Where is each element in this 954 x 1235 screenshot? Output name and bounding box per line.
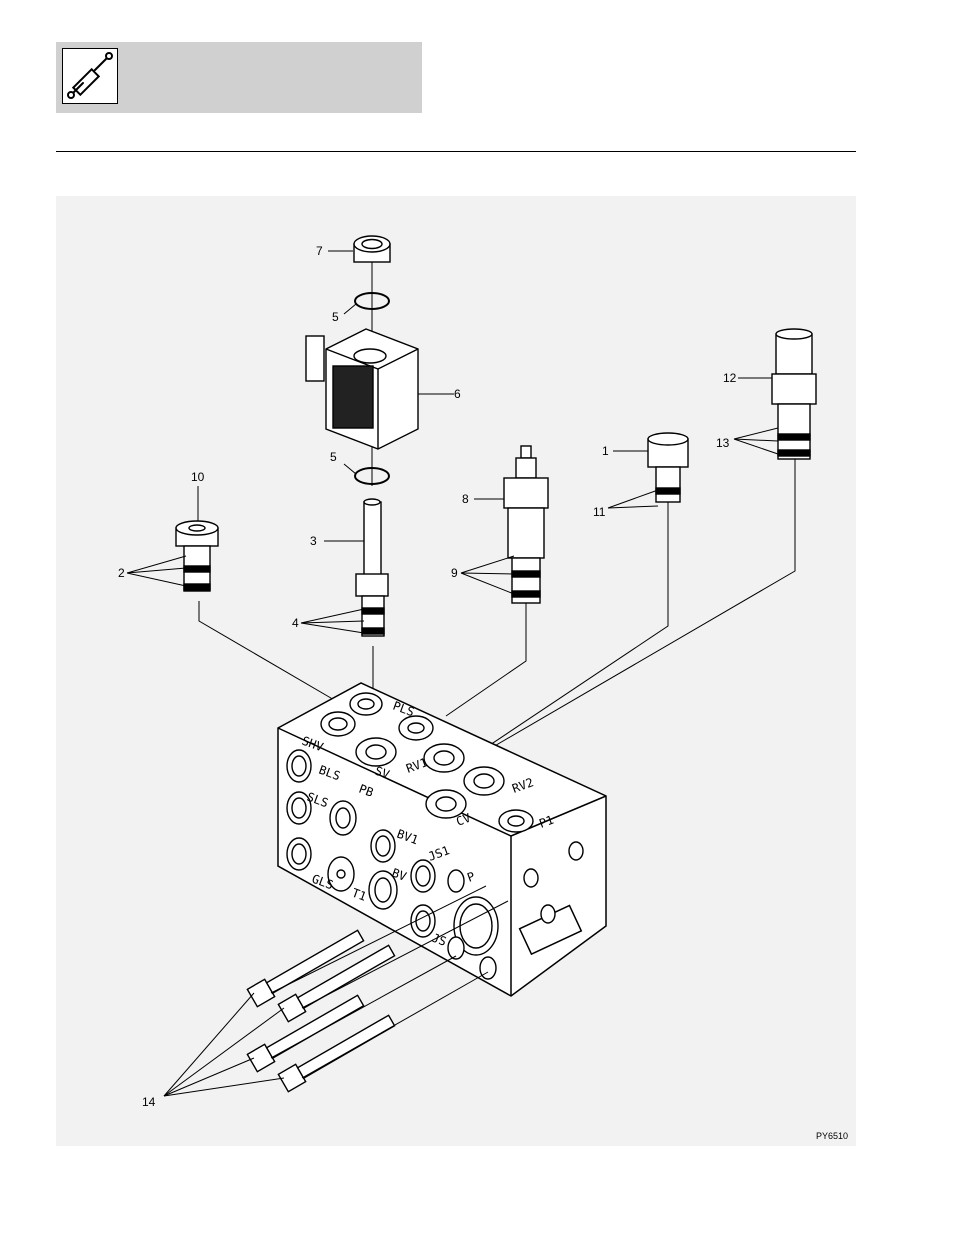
header-divider: [56, 151, 856, 152]
cap-nut: [354, 236, 390, 262]
exploded-valve-diagram: SHV PLS SV RV1 RV2 CV P1 BLS SLS PB BV1 …: [56, 196, 856, 1146]
relief-valve-8: [504, 446, 548, 603]
callout-label: 5: [332, 310, 339, 324]
valve-stem: [356, 499, 388, 636]
callout-label: 9: [451, 566, 458, 580]
callout-label: 2: [118, 566, 125, 580]
callout-label: 5: [330, 450, 337, 464]
plug-10: [176, 521, 218, 591]
callout-label: 1: [602, 444, 609, 458]
callout-label: 11: [593, 505, 606, 519]
solenoid-coil: [306, 329, 418, 449]
hydraulic-cylinder-icon: [62, 48, 118, 104]
callout-label: 7: [316, 244, 323, 258]
callout-label: 4: [292, 616, 299, 630]
valve-12: [772, 329, 816, 459]
callout-label: 8: [462, 492, 469, 506]
callout-label: 14: [142, 1095, 156, 1109]
figure-code: PY6510: [816, 1131, 848, 1141]
callout-label: 13: [716, 436, 730, 450]
callout-label: 12: [723, 371, 737, 385]
callout-label: 10: [191, 470, 205, 484]
header-panel: [56, 42, 422, 113]
callout-label: 6: [454, 387, 461, 401]
callout-label: 3: [310, 534, 317, 548]
